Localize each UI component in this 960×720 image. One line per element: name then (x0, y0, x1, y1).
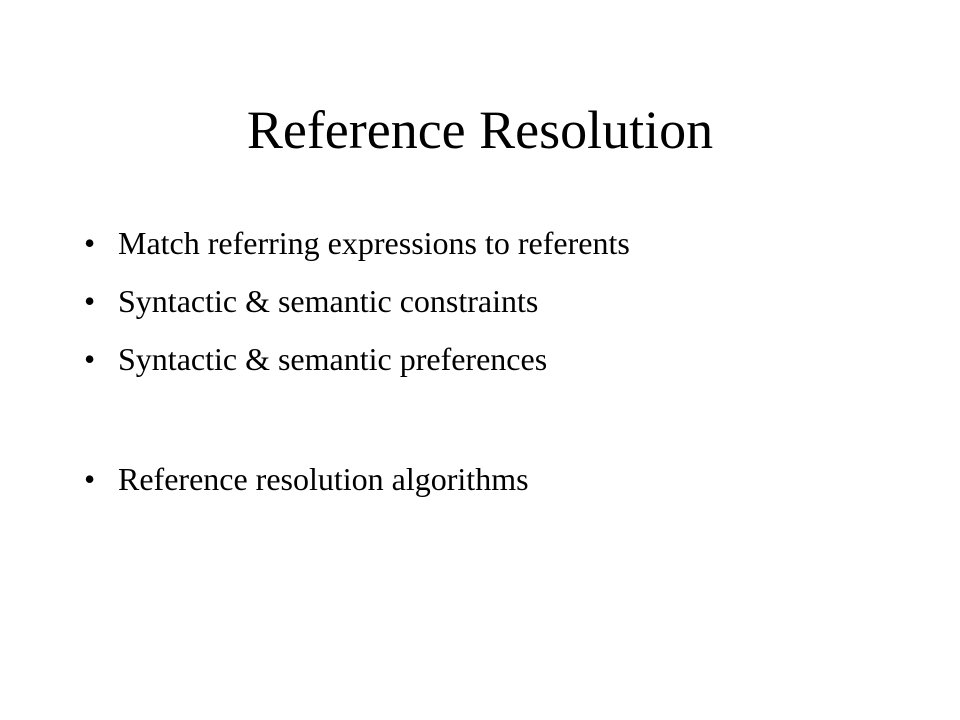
bullet-icon: • (84, 341, 96, 377)
bullet-icon: • (84, 225, 96, 261)
bullet-item: • Syntactic & semantic preferences (84, 330, 904, 388)
bullet-item: • Syntactic & semantic constraints (84, 272, 904, 330)
bullet-list: • Match referring expressions to referen… (84, 214, 904, 508)
bullet-icon: • (84, 461, 96, 497)
bullet-item: • Reference resolution algorithms (84, 450, 904, 508)
bullet-icon: • (84, 283, 96, 319)
bullet-item: • Match referring expressions to referen… (84, 214, 904, 272)
bullet-text: Match referring expressions to referents (118, 225, 630, 261)
bullet-text: Syntactic & semantic constraints (118, 283, 539, 319)
slide-title: Reference Resolution (246, 100, 714, 160)
bullet-text: Reference resolution algorithms (118, 461, 529, 497)
bullet-text: Syntactic & semantic preferences (118, 341, 548, 377)
